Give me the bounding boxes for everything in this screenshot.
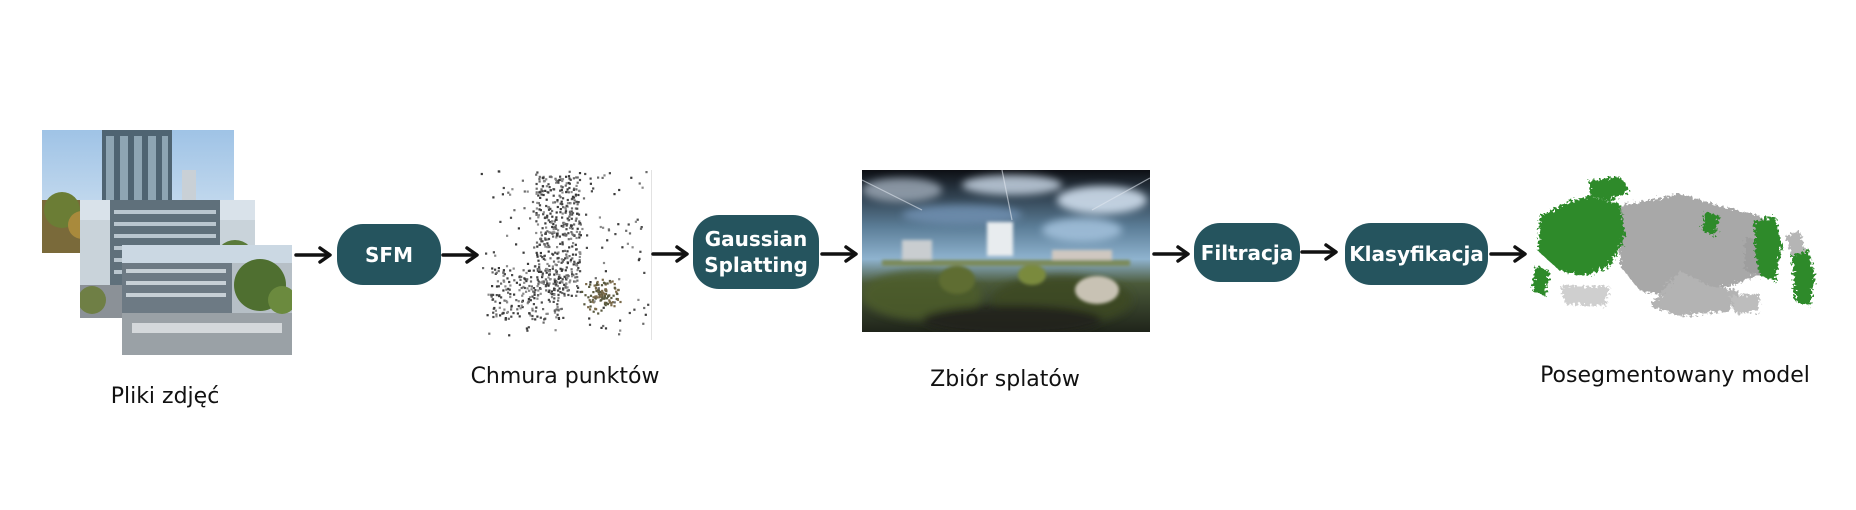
sfm-label: SFM xyxy=(365,242,413,267)
photo-3 xyxy=(122,245,292,355)
right-arrow-icon xyxy=(820,245,858,263)
caption-splats: Zbiór splatów xyxy=(930,367,1080,392)
right-arrow-icon xyxy=(1489,245,1527,263)
sfm-step: SFM xyxy=(337,224,441,285)
caption-point-cloud: Chmura punktów xyxy=(470,364,660,389)
right-arrow-icon xyxy=(1300,243,1338,261)
right-arrow-icon xyxy=(441,246,479,264)
point-cloud-image xyxy=(480,170,652,340)
filtracja-step: Filtracja xyxy=(1194,223,1300,282)
gaussian-label-line1: Gaussian xyxy=(704,227,808,251)
caption-photos: Pliki zdjęć xyxy=(110,384,220,409)
photo-stack xyxy=(42,130,292,355)
gaussian-splatting-step: Gaussian Splatting xyxy=(693,215,819,289)
splats-render-image xyxy=(862,170,1150,332)
photo-1 xyxy=(42,130,234,253)
segmented-model-image xyxy=(1530,176,1822,326)
right-arrow-icon xyxy=(1152,245,1190,263)
right-arrow-icon xyxy=(294,246,332,264)
klasyfikacja-step: Klasyfikacja xyxy=(1345,223,1488,285)
gaussian-label-line2: Splatting xyxy=(704,253,808,277)
klasyfikacja-label: Klasyfikacja xyxy=(1349,242,1484,266)
filtracja-label: Filtracja xyxy=(1200,240,1294,265)
caption-segmented: Posegmentowany model xyxy=(1540,363,1810,388)
right-arrow-icon xyxy=(651,245,689,263)
